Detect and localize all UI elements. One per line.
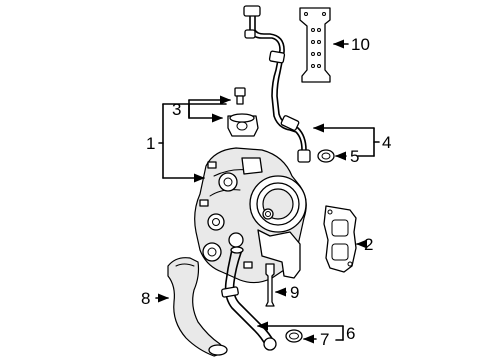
callout-5-label: 5 [350, 147, 359, 166]
callout-2-label: 2 [364, 235, 373, 254]
part-6-return-tube [221, 246, 277, 351]
callout-2: 2 [355, 235, 373, 254]
part-4-oil-feed-line [243, 5, 311, 163]
callout-3-label: 3 [172, 100, 181, 119]
callout-9-label: 9 [290, 283, 299, 302]
callout-8: 8 [141, 289, 170, 308]
part-3-bolt-fitting [227, 87, 259, 137]
callout-6: 6 [256, 321, 355, 343]
part-9-stud [265, 263, 275, 307]
callout-7-label: 7 [320, 330, 329, 349]
callout-1-label: 1 [146, 134, 155, 153]
callout-5: 5 [334, 147, 359, 166]
part-8-intake-duct [167, 257, 228, 357]
callout-10-label: 10 [351, 35, 370, 54]
callout-3: 3 [172, 95, 232, 123]
callout-7: 7 [302, 330, 329, 349]
callout-8-label: 8 [141, 289, 150, 308]
callout-4: 4 [312, 123, 391, 157]
callout-9: 9 [274, 283, 299, 302]
part-7-o-ring [285, 329, 303, 343]
callout-4-label: 4 [382, 133, 391, 152]
part-1-turbocharger [194, 147, 307, 284]
part-2-gasket [323, 205, 357, 273]
part-5-washer [317, 149, 335, 163]
callout-10: 10 [332, 35, 370, 54]
callout-1: 1 [146, 103, 227, 183]
callout-6-label: 6 [346, 324, 355, 343]
part-10-heat-shield-bracket [299, 7, 331, 83]
